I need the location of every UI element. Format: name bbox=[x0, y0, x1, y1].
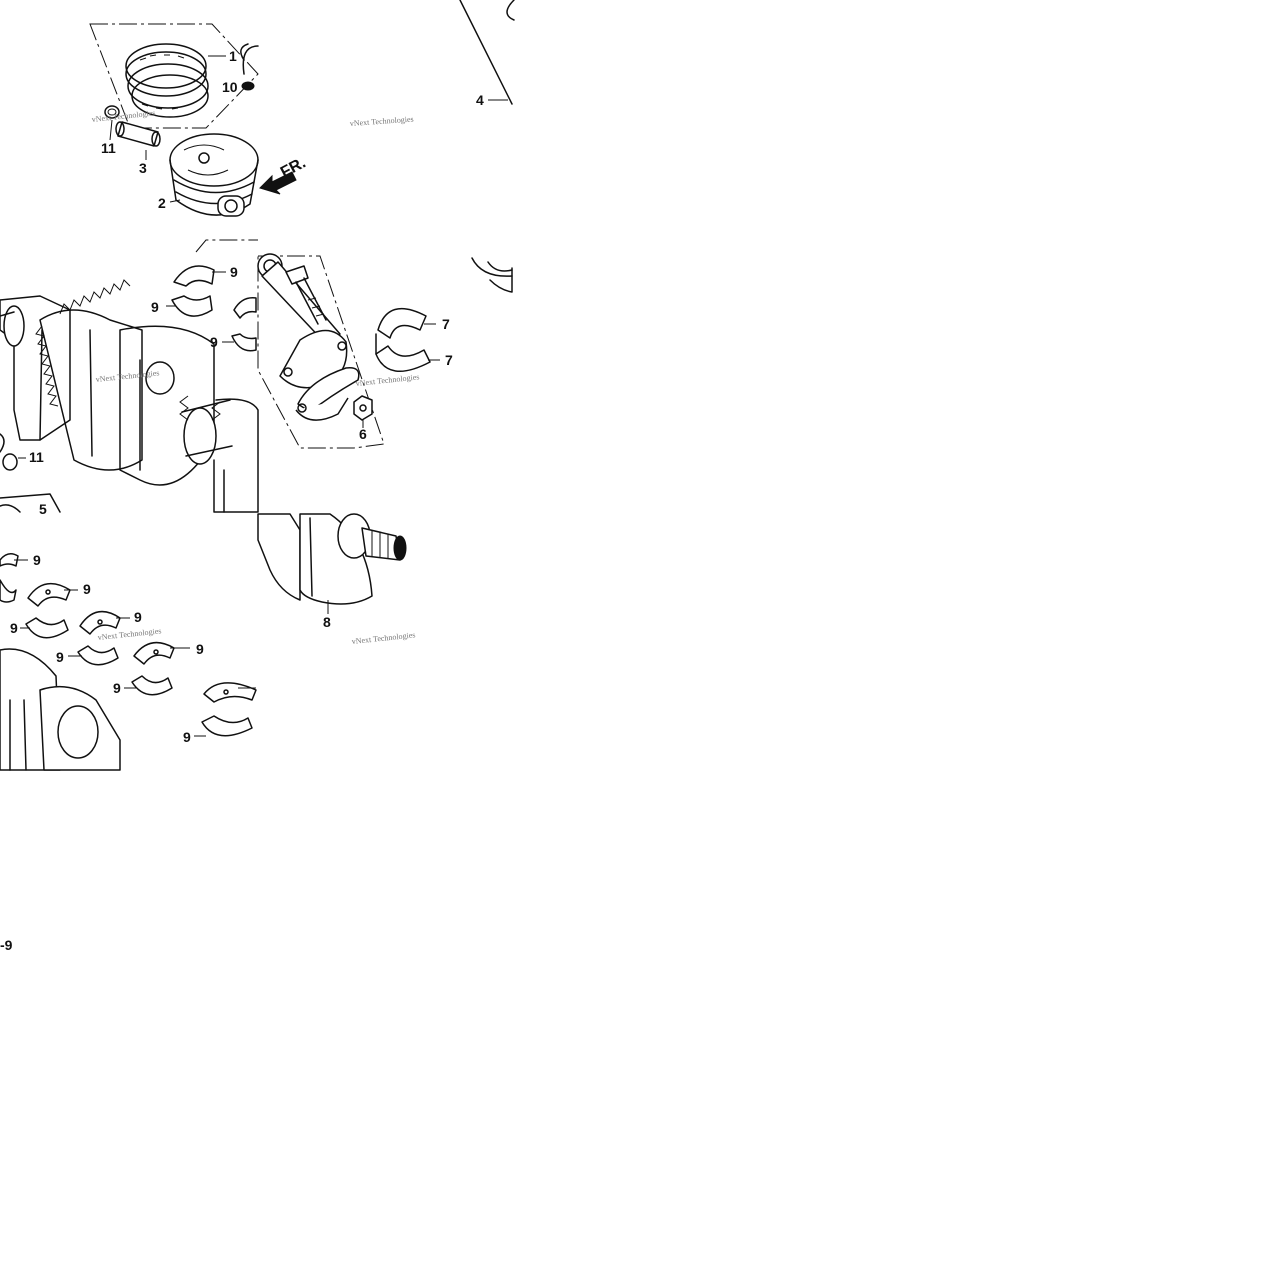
page-marker: -9 bbox=[0, 937, 13, 953]
leaders-tile3 bbox=[14, 559, 329, 737]
piston-pin-clip-top bbox=[240, 43, 259, 91]
piston-pin bbox=[115, 121, 161, 147]
watermark-text: vNext Technologies bbox=[355, 372, 420, 388]
crank-gear bbox=[35, 279, 221, 421]
label-4: 4 bbox=[476, 92, 484, 108]
watermark-text: vNext Technologies bbox=[91, 108, 156, 124]
oil-seal-partial bbox=[0, 493, 61, 513]
label-9: 9 bbox=[196, 641, 204, 657]
watermark-text: vNext Technologies bbox=[97, 626, 162, 642]
label-9: 9 bbox=[134, 609, 142, 625]
bearing-shells-tile2 bbox=[171, 265, 257, 352]
label-6: 6 bbox=[359, 426, 367, 442]
label-9: 9 bbox=[10, 620, 18, 636]
front-arrow: FR. bbox=[259, 154, 309, 195]
watermarks: vNext Technologies vNext Technologies vN… bbox=[91, 108, 420, 646]
label-10: 10 bbox=[222, 79, 238, 95]
label-9: 9 bbox=[56, 649, 64, 665]
label-9: 9 bbox=[83, 581, 91, 597]
piston-ring-set bbox=[89, 23, 259, 129]
label-5: 5 bbox=[39, 501, 47, 517]
piston bbox=[169, 133, 259, 217]
watermark-text: vNext Technologies bbox=[351, 630, 416, 646]
label-8: 8 bbox=[323, 614, 331, 630]
cylinder-partial bbox=[459, 0, 515, 105]
clip-lower-left bbox=[0, 433, 18, 471]
crankshaft-right-partial bbox=[471, 257, 513, 293]
label-9: 9 bbox=[210, 334, 218, 350]
label-11: 11 bbox=[101, 140, 116, 156]
crankshaft-upper bbox=[0, 239, 259, 513]
leaders-tile2 bbox=[18, 271, 440, 459]
label-7: 7 bbox=[445, 352, 453, 368]
label-7: 7 bbox=[442, 316, 450, 332]
connecting-rod bbox=[257, 253, 385, 449]
label-9: 9 bbox=[183, 729, 191, 745]
crankshaft-end bbox=[257, 513, 407, 605]
conrod-bolt bbox=[285, 265, 327, 325]
label-11: 11 bbox=[29, 449, 44, 465]
label-3: 3 bbox=[139, 160, 147, 176]
label-2: 2 bbox=[158, 195, 166, 211]
conrod-bearings bbox=[375, 307, 431, 373]
crankshaft-lower bbox=[0, 648, 121, 771]
leaders-tile1 bbox=[109, 55, 508, 203]
label-9: 9 bbox=[33, 552, 41, 568]
label-1: 1 bbox=[229, 48, 237, 64]
label-9: 9 bbox=[230, 264, 238, 280]
label-9: 9 bbox=[113, 680, 121, 696]
part-labels: 1 10 11 3 2 4 9 9 9 7 7 6 11 5 9 9 9 9 9… bbox=[0, 48, 484, 953]
piston-pin-clip-left bbox=[104, 105, 120, 119]
watermark-text: vNext Technologies bbox=[350, 115, 414, 128]
label-9: 9 bbox=[151, 299, 159, 315]
main-bearings bbox=[0, 553, 257, 737]
conrod-nut bbox=[353, 395, 373, 421]
